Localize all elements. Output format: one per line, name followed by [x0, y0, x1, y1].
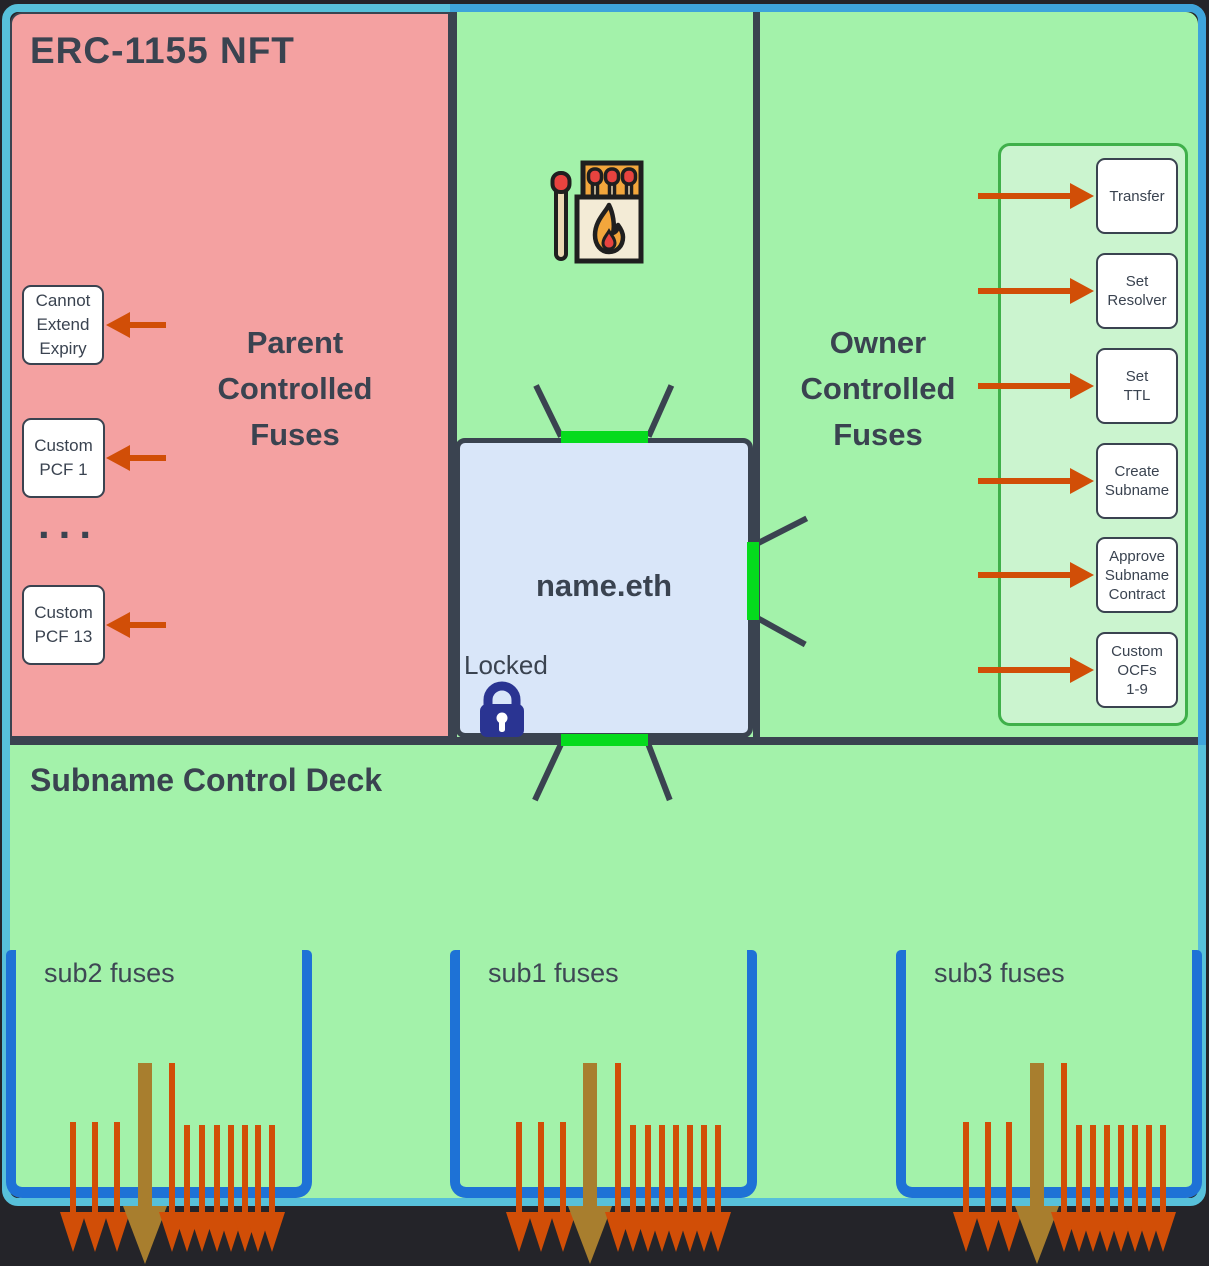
burn-arrow-stem	[1090, 1125, 1096, 1216]
fuse-box-set-resolver: Set Resolver	[1096, 253, 1178, 329]
burn-arrow-stem	[1104, 1125, 1110, 1216]
burn-arrow-stem	[70, 1122, 76, 1216]
burn-arrow-stem	[1076, 1125, 1082, 1216]
left-arrow-icon	[106, 612, 130, 638]
burn-arrow-stem	[645, 1125, 651, 1216]
fuse-box-custom-pcf-13: Custom PCF 13	[22, 585, 105, 665]
burn-arrow-head-icon	[705, 1212, 731, 1252]
burn-arrow-stem	[516, 1122, 522, 1216]
right-arrow-icon	[1070, 373, 1094, 399]
owner-fuses-heading: Owner Controlled Fuses	[800, 325, 956, 452]
sub3-fuse-bracket	[896, 950, 1202, 1198]
burn-arrow-stem	[985, 1122, 991, 1216]
ocf-container	[998, 143, 1188, 726]
burn-arrow-stem	[255, 1125, 261, 1216]
burn-arrow-stem	[269, 1125, 275, 1216]
burn-arrow-stem	[214, 1125, 220, 1216]
matchbox-icon	[550, 160, 644, 264]
fuse-bottom	[561, 734, 648, 746]
right-arrow-stem	[978, 383, 1070, 389]
sub2-fuses-label: sub2 fuses	[44, 958, 175, 988]
sub3-fuses-label: sub3 fuses	[934, 958, 1065, 988]
burn-arrow-stem	[673, 1125, 679, 1216]
sub2-fuse-bracket	[6, 950, 312, 1198]
erc-1155-title: ERC-1155 NFT	[30, 30, 295, 71]
burn-arrow-stem	[1118, 1125, 1124, 1216]
burn-arrow-stem	[228, 1125, 234, 1216]
pcf-ellipsis: ...	[38, 500, 101, 547]
right-arrow-icon	[1070, 468, 1094, 494]
fuse-box-cannot-extend-expiry: Cannot Extend Expiry	[22, 285, 104, 365]
burn-arrow-head-icon	[259, 1212, 285, 1252]
subname-control-deck-panel	[10, 745, 1198, 1198]
burn-arrow-stem	[114, 1122, 120, 1216]
burn-arrow-head-icon	[506, 1212, 532, 1252]
burn-arrow-stem	[630, 1125, 636, 1216]
left-arrow-icon	[106, 445, 130, 471]
fuse-box-approve-subname-contract: Approve Subname Contract	[1096, 537, 1178, 613]
burn-arrow-stem	[1146, 1125, 1152, 1216]
burn-arrow-stem	[715, 1125, 721, 1216]
right-arrow-stem	[978, 288, 1070, 294]
burn-arrow-stem	[242, 1125, 248, 1216]
right-arrow-stem	[978, 193, 1070, 199]
burn-arrow-head-icon	[953, 1212, 979, 1252]
burn-arrow-stem	[701, 1125, 707, 1216]
right-arrow-stem	[978, 478, 1070, 484]
lock-icon	[480, 681, 524, 737]
burn-arrow-stem	[138, 1063, 152, 1210]
fuse-top	[561, 431, 648, 443]
sub1-fuse-bracket	[450, 950, 757, 1198]
subname-deck-title: Subname Control Deck	[30, 762, 383, 798]
burn-arrow-stem	[963, 1122, 969, 1216]
locked-label: Locked	[464, 650, 548, 680]
right-arrow-icon	[1070, 183, 1094, 209]
parent-controlled-fuses-panel	[10, 12, 450, 738]
burn-arrow-stem	[1160, 1125, 1166, 1216]
left-arrow-stem	[130, 455, 166, 461]
fuse-box-create-subname: Create Subname	[1096, 443, 1178, 519]
left-arrow-icon	[106, 312, 130, 338]
separator-left-vertical	[450, 12, 457, 738]
left-arrow-stem	[130, 622, 166, 628]
burn-arrow-stem	[1006, 1122, 1012, 1216]
name-eth-label: name.eth	[535, 568, 673, 603]
burn-arrow-stem	[169, 1063, 175, 1216]
burn-arrow-stem	[687, 1125, 693, 1216]
burn-arrow-stem	[1132, 1125, 1138, 1216]
burn-arrow-stem	[184, 1125, 190, 1216]
burn-arrow-stem	[615, 1063, 621, 1216]
burn-arrow-stem	[538, 1122, 544, 1216]
separator-right-vertical	[753, 12, 760, 738]
right-arrow-stem	[978, 667, 1070, 673]
burn-arrow-stem	[659, 1125, 665, 1216]
burn-arrow-head-icon	[82, 1212, 108, 1252]
burn-arrow-head-icon	[60, 1212, 86, 1252]
sub1-fuses-label: sub1 fuses	[488, 958, 619, 988]
parent-fuses-heading: Parent Controlled Fuses	[217, 325, 373, 452]
fuse-right	[747, 542, 759, 620]
right-arrow-icon	[1070, 562, 1094, 588]
fuse-box-set-ttl: Set TTL	[1096, 348, 1178, 424]
burn-arrow-head-icon	[1150, 1212, 1176, 1252]
right-arrow-stem	[978, 572, 1070, 578]
burn-arrow-stem	[583, 1063, 597, 1210]
burn-arrow-stem	[560, 1122, 566, 1216]
burn-arrow-head-icon	[528, 1212, 554, 1252]
burn-arrow-stem	[92, 1122, 98, 1216]
right-arrow-icon	[1070, 657, 1094, 683]
left-arrow-stem	[130, 322, 166, 328]
burn-arrow-stem	[199, 1125, 205, 1216]
right-arrow-icon	[1070, 278, 1094, 304]
diagram-top-right-frame	[450, 4, 1206, 745]
burn-arrow-stem	[1061, 1063, 1067, 1216]
fuse-box-custom-ocfs: Custom OCFs 1-9	[1096, 632, 1178, 708]
fuse-box-custom-pcf-1: Custom PCF 1	[22, 418, 105, 498]
burn-arrow-head-icon	[568, 1206, 612, 1264]
fuse-box-transfer: Transfer	[1096, 158, 1178, 234]
burn-arrow-stem	[1030, 1063, 1044, 1210]
